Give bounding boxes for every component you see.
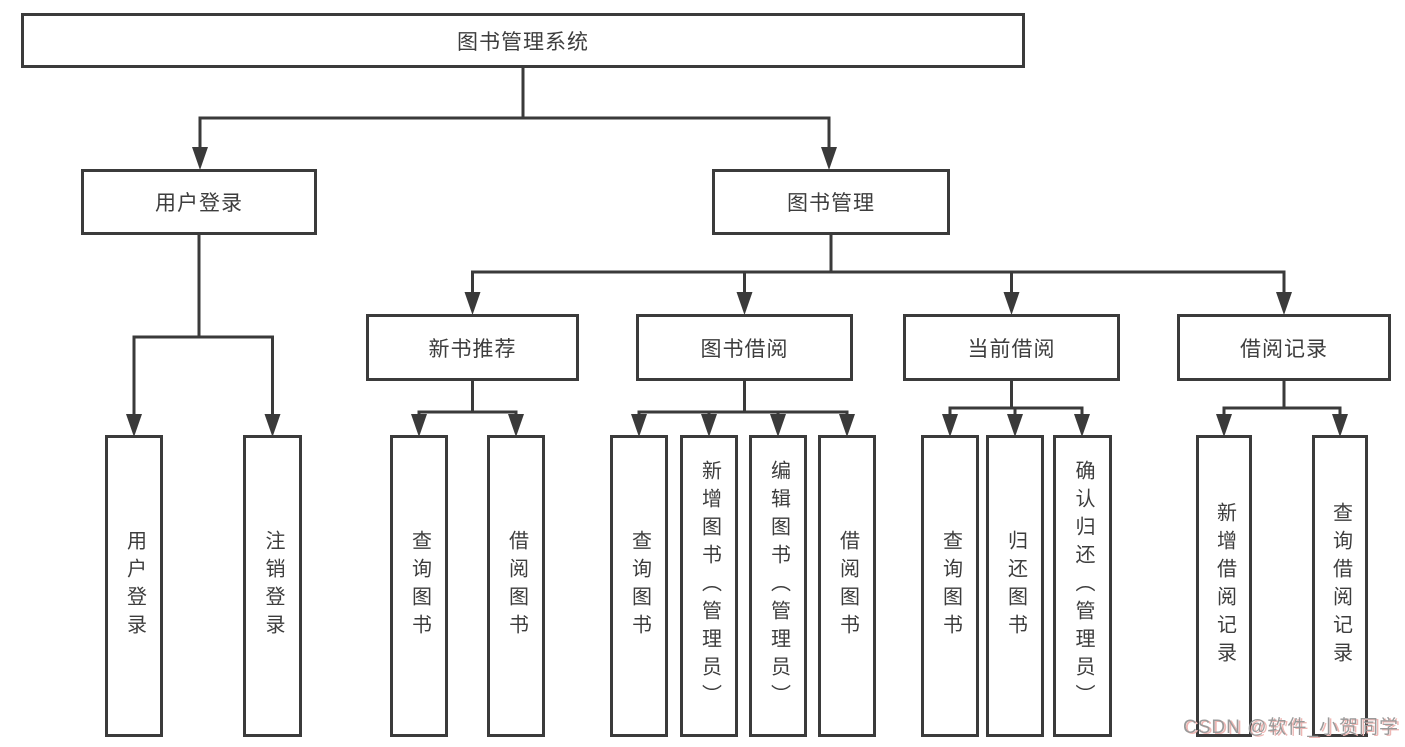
leaf-query-books-recommend: 查询图书 (390, 435, 448, 737)
leaf-edit-book-admin: 编辑图书（管理员） (749, 435, 807, 737)
leaf-add-borrow-record-label: 新增借阅记录 (1213, 502, 1236, 670)
leaf-user-login-label: 用户登录 (123, 530, 146, 642)
leaf-borrow-books-label: 借阅图书 (836, 530, 859, 642)
leaf-borrow-books-recommend: 借阅图书 (487, 435, 545, 737)
leaf-add-book-admin: 新增图书（管理员） (680, 435, 738, 737)
node-book-management-label: 图书管理 (787, 192, 875, 215)
node-user-login: 用户登录 (81, 169, 317, 235)
node-current-borrowing-label: 当前借阅 (967, 337, 1056, 361)
connector-user-login-to-leaves (132, 235, 274, 420)
node-borrowing-records: 借阅记录 (1177, 314, 1391, 381)
node-new-book-recommendation-label: 新书推荐 (428, 337, 517, 361)
leaf-edit-book-admin-label: 编辑图书（管理员） (767, 460, 790, 712)
leaf-user-login: 用户登录 (105, 435, 163, 737)
leaf-query-books-recommend-label: 查询图书 (408, 530, 431, 642)
leaf-query-books-current-label: 查询图书 (939, 530, 962, 642)
leaf-return-books-label: 归还图书 (1004, 530, 1027, 642)
leaf-return-books: 归还图书 (986, 435, 1044, 737)
leaf-add-borrow-record: 新增借阅记录 (1196, 435, 1252, 737)
node-root-label: 图书管理系统 (457, 30, 589, 54)
leaf-query-books-borrow-label: 查询图书 (628, 530, 651, 642)
csdn-watermark: CSDN @软件_小贺同学 (1183, 717, 1399, 738)
node-borrowing-records-label: 借阅记录 (1240, 337, 1328, 361)
node-book-borrowing-label: 图书借阅 (700, 337, 789, 361)
arrowheads (126, 147, 1348, 437)
node-current-borrowing: 当前借阅 (903, 314, 1120, 381)
connector-book-borrowing-to-leaves (637, 381, 849, 420)
node-new-book-recommendation: 新书推荐 (366, 314, 579, 381)
leaf-query-borrow-record-label: 查询借阅记录 (1329, 502, 1352, 670)
leaf-borrow-books-recommend-label: 借阅图书 (505, 530, 528, 642)
connector-borrowing-records-to-leaves (1222, 381, 1342, 420)
leaf-query-borrow-record: 查询借阅记录 (1312, 435, 1368, 737)
leaf-confirm-return-admin: 确认归还（管理员） (1053, 435, 1112, 737)
leaf-add-book-admin-label: 新增图书（管理员） (698, 460, 721, 712)
leaf-logout: 注销登录 (243, 435, 302, 737)
node-root: 图书管理系统 (21, 13, 1025, 68)
leaf-query-books-borrow: 查询图书 (610, 435, 668, 737)
node-user-login-label: 用户登录 (155, 192, 243, 215)
leaf-query-books-current: 查询图书 (921, 435, 979, 737)
leaf-confirm-return-admin-label: 确认归还（管理员） (1072, 460, 1094, 712)
node-book-management: 图书管理 (712, 169, 950, 235)
connector-new-book-recommendation-to-leaves (417, 381, 518, 420)
connector-root-to-level2 (198, 68, 831, 152)
connector-book-management-to-level3 (471, 235, 1286, 298)
node-book-borrowing: 图书借阅 (636, 314, 853, 381)
leaf-borrow-books: 借阅图书 (818, 435, 876, 737)
leaf-logout-label: 注销登录 (262, 530, 284, 642)
